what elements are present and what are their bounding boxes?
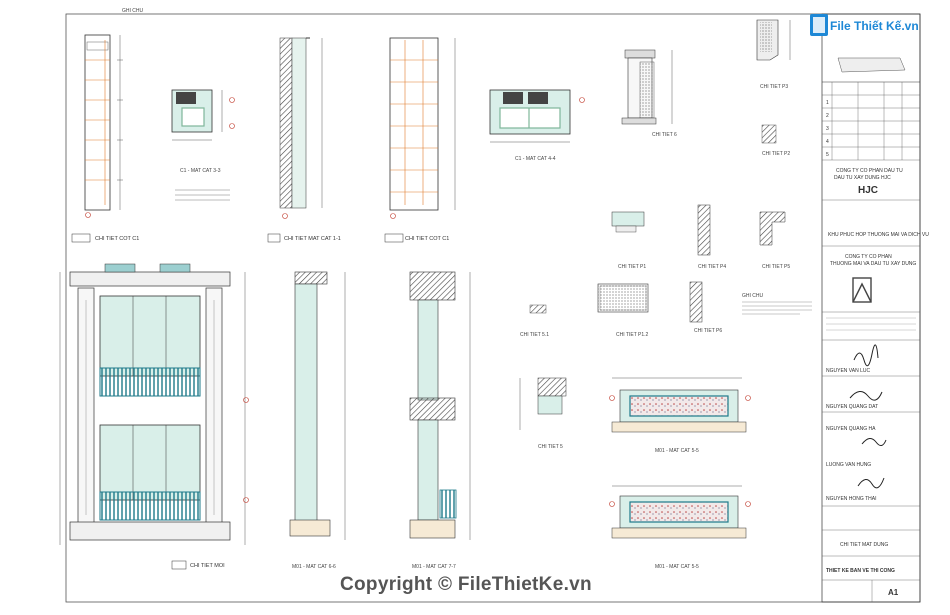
sheet-header: GHI CHU xyxy=(122,8,144,14)
title-block: 1 2 3 4 5 CONG TY CO PHAN DAU TU DAU TU … xyxy=(821,13,929,603)
legend-lines xyxy=(175,189,230,201)
signer-3: NGUYEN QUANG HA xyxy=(826,426,876,432)
detail-p3-caption: CHI TIET P3 xyxy=(760,84,788,90)
signer-4: LUONG VAN HUNG xyxy=(826,462,871,468)
balcony-plan-upper xyxy=(609,377,751,433)
balcony-plan-upper-caption: M01 - MAT CAT 5-5 xyxy=(655,448,699,454)
notes-lines xyxy=(742,301,812,315)
detail-p4-caption: CHI TIET P4 xyxy=(698,264,726,270)
column-elevation-2-caption: CHI TIET COT C1 xyxy=(405,236,449,242)
brand-hjc: HJC xyxy=(858,185,878,196)
copyright-watermark: Copyright © FileThietKe.vn xyxy=(340,574,592,595)
section-4-4-plan xyxy=(489,89,585,143)
company1-line1: CONG TY CO PHAN DAU TU xyxy=(836,168,903,174)
detail-p12-caption: CHI TIET P1.2 xyxy=(616,332,649,338)
company2-line2: THUONG MAI VA DAU TU XAY DUNG xyxy=(830,261,916,267)
column-c1-caption: CHI TIET COT C1 xyxy=(95,236,139,242)
section-3-3-plan xyxy=(171,89,235,141)
window-elevation xyxy=(59,263,249,545)
section-7-7 xyxy=(409,271,471,540)
detail-p1 xyxy=(611,211,645,233)
section-4-4-caption: C1 - MAT CAT 4-4 xyxy=(515,156,556,162)
svg-text:4: 4 xyxy=(826,139,829,145)
section-1-1 xyxy=(279,37,323,219)
detail-p5 xyxy=(759,211,786,246)
sheet-number: A1 xyxy=(888,588,899,597)
company-logo xyxy=(852,277,872,303)
detail-p6 xyxy=(689,281,703,323)
section-7-7-caption: M01 - MAT CAT 7-7 xyxy=(412,564,456,570)
detail-p3 xyxy=(756,19,791,61)
detail-p1-caption: CHI TIET P1 xyxy=(618,264,646,270)
signer-5: NGUYEN HONG THAI xyxy=(826,496,876,502)
detail-5-1-caption: CHI TIET 5.1 xyxy=(520,332,549,338)
balcony-plan-lower-caption: M01 - MAT CAT 5-5 xyxy=(655,564,699,570)
site-logo-text: File Thiết Kế.vn xyxy=(830,19,919,33)
detail-p4 xyxy=(697,204,711,256)
detail-p2 xyxy=(761,124,777,144)
project-name: KHU PHUC HOP THUONG MAI VA DICH VU xyxy=(828,232,929,238)
detail-p5-caption: CHI TIET P5 xyxy=(762,264,790,270)
drawing-name: CHI TIET MAT DUNG xyxy=(840,542,888,548)
section-3-3-caption: C1 - MAT CAT 3-3 xyxy=(180,168,221,174)
site-logo: File Thiết Kế.vn xyxy=(810,14,919,36)
column-elevation-2 xyxy=(389,37,456,219)
signer-1: NGUYEN VAN LUC xyxy=(826,368,870,374)
detail-p6-caption: CHI TIET P6 xyxy=(694,328,722,334)
signer-2: NGUYEN QUANG DAT xyxy=(826,404,878,410)
section-6-6 xyxy=(289,271,346,540)
section-6-6-caption: M01 - MAT CAT 6-6 xyxy=(292,564,336,570)
signature-2 xyxy=(849,391,883,401)
detail-p2-caption: CHI TIET P2 xyxy=(762,151,790,157)
company2-line1: CONG TY CO PHAN xyxy=(845,254,892,260)
column-c1-elevation xyxy=(84,34,123,218)
detail-5 xyxy=(519,377,567,430)
detail-6-caption: CHI TIET 6 xyxy=(652,132,677,138)
svg-text:5: 5 xyxy=(826,152,829,158)
signature-3 xyxy=(861,438,887,446)
balcony-plan-lower xyxy=(609,485,751,539)
company1-line2: DAU TU XAY DUNG HJC xyxy=(834,175,891,181)
detail-5-caption: CHI TIET 5 xyxy=(538,444,563,450)
elevation-caption: CHI TIET MOI xyxy=(190,563,225,569)
phase: THIET KE BAN VE THI CONG xyxy=(826,568,895,574)
detail-5-1 xyxy=(529,304,547,314)
signature-1 xyxy=(853,344,879,367)
section-1-1-caption: CHI TIET MAT CAT 1-1 xyxy=(284,236,341,242)
detail-6 xyxy=(621,49,673,125)
svg-text:1: 1 xyxy=(826,100,829,106)
svg-text:2: 2 xyxy=(826,113,829,119)
notes-title: GHI CHU xyxy=(742,293,764,299)
signature-4 xyxy=(857,477,885,489)
detail-p12 xyxy=(597,283,649,313)
svg-text:3: 3 xyxy=(826,126,829,132)
